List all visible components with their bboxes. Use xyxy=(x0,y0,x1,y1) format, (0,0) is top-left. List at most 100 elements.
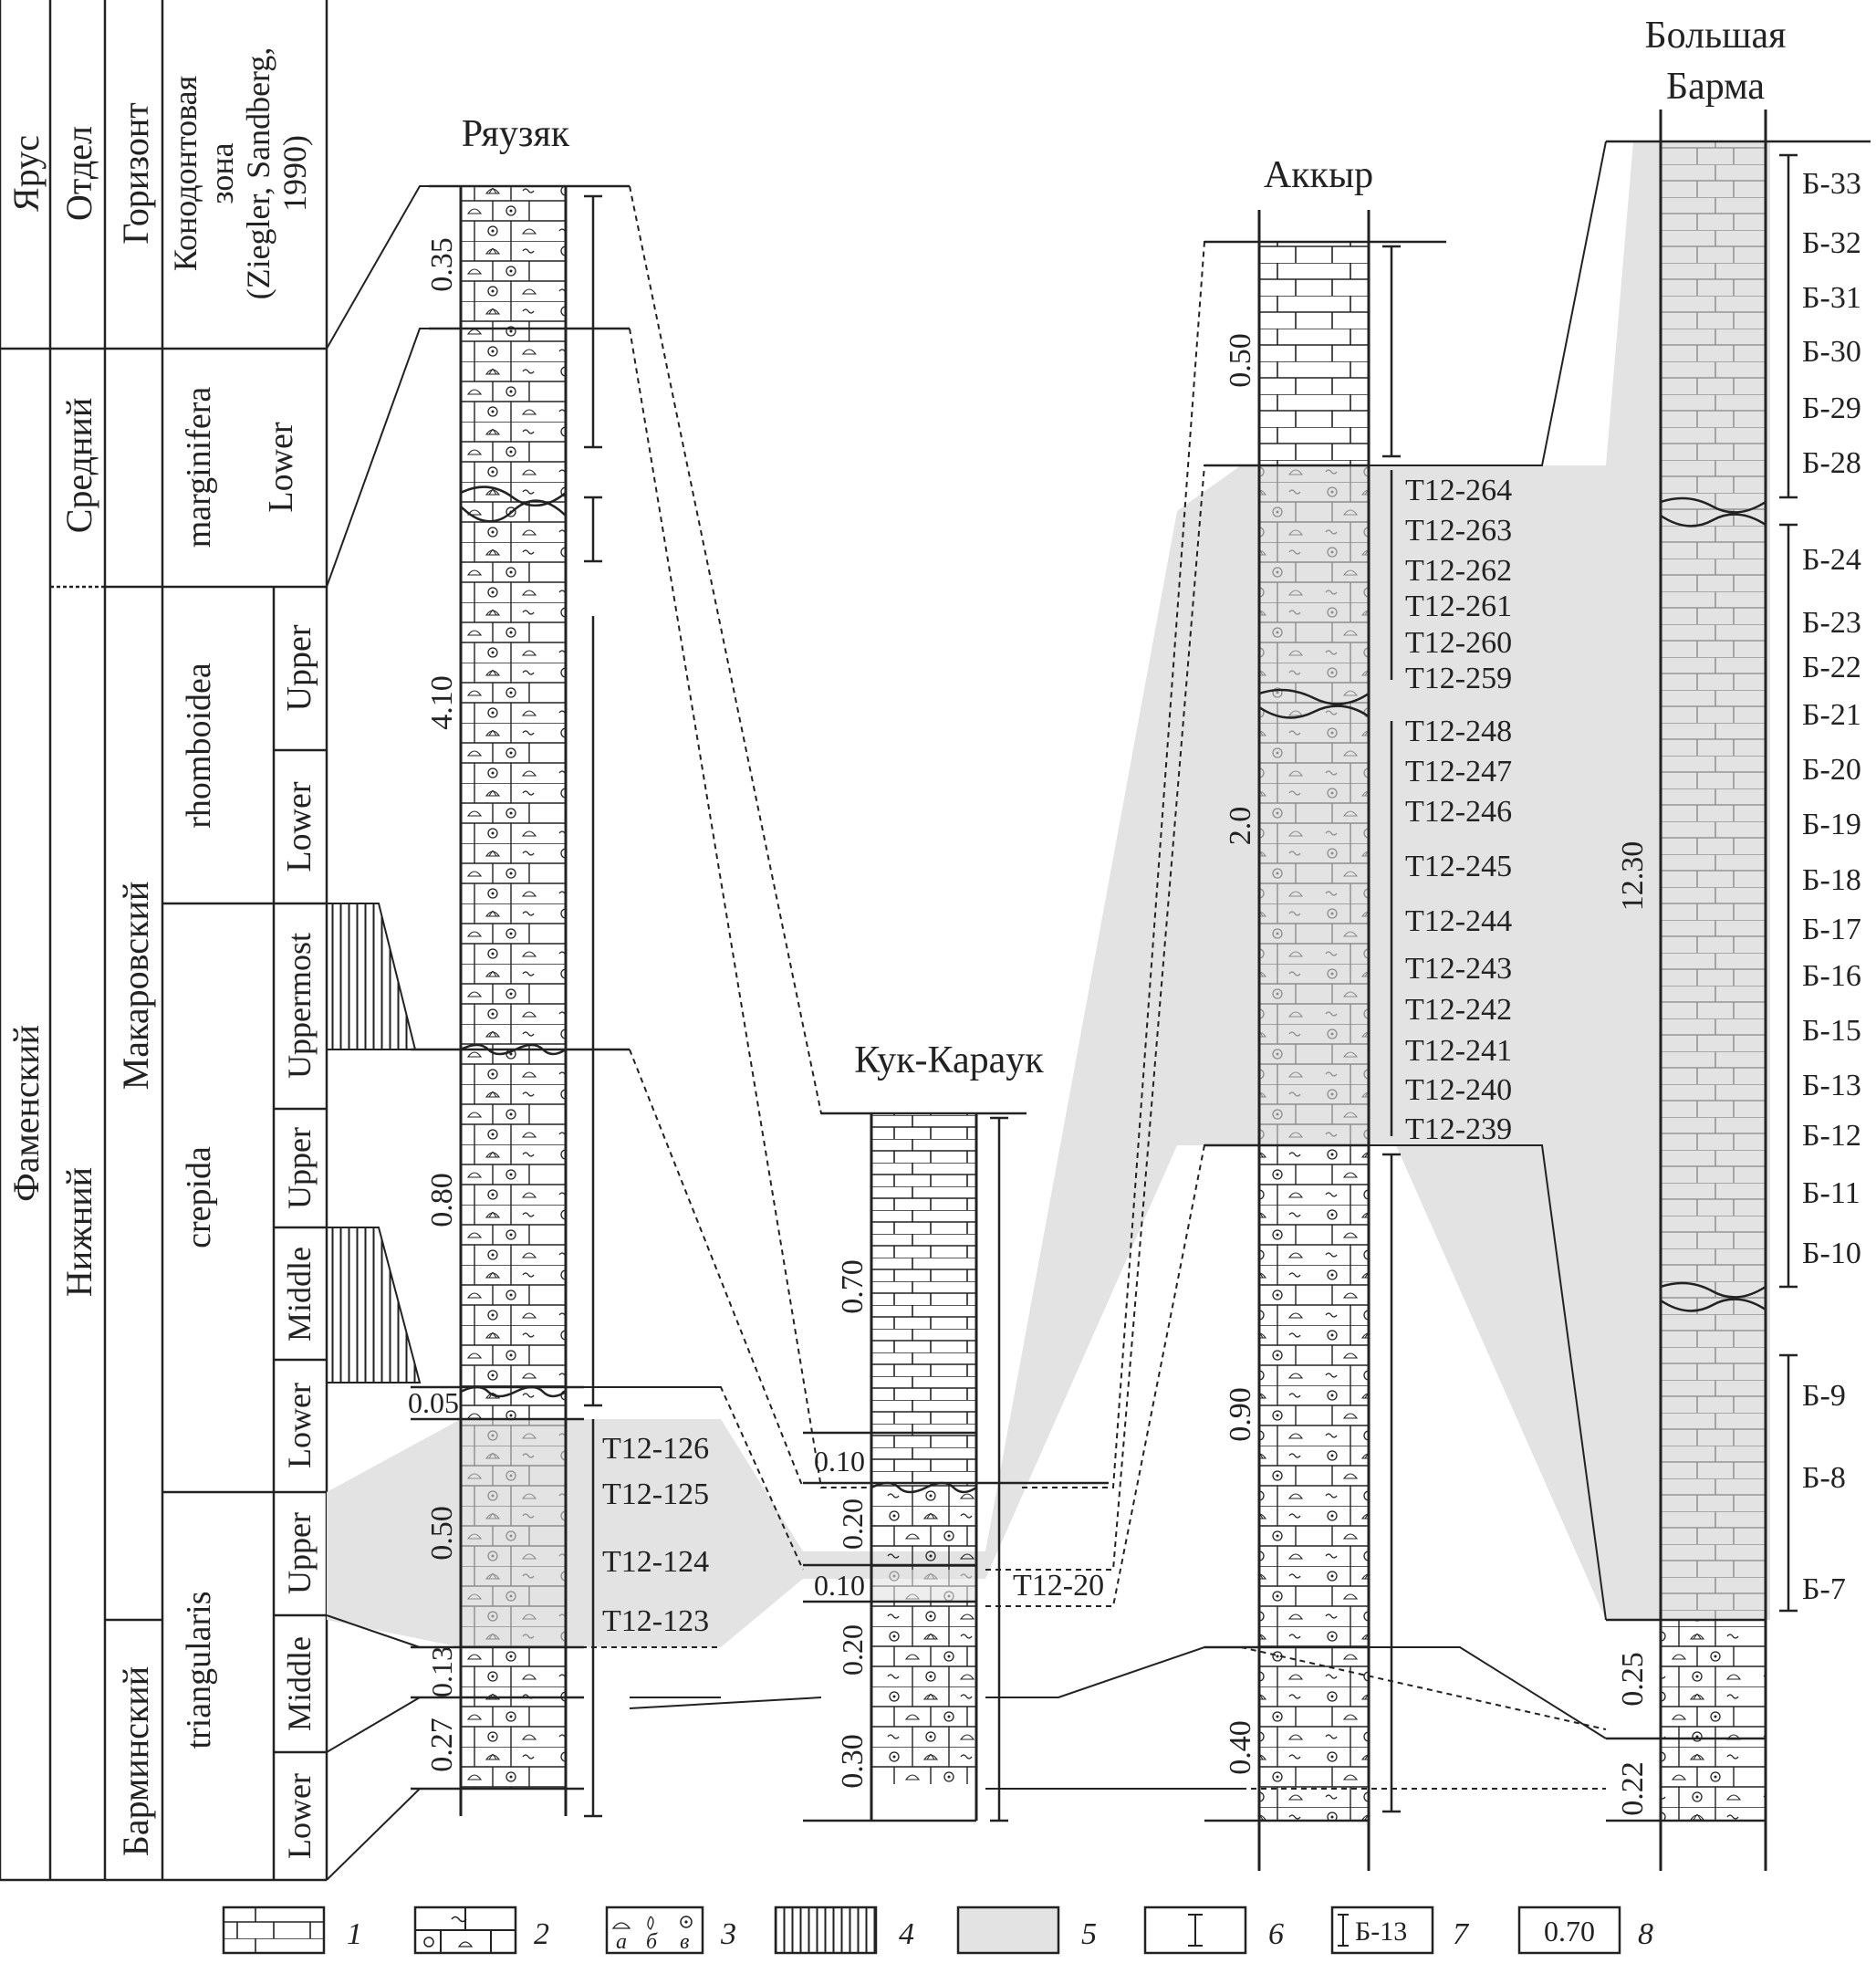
zone-crepida-upper: Upper xyxy=(281,1127,318,1209)
akkyr-thickness-4: 0.40 xyxy=(1224,1720,1257,1775)
ryauzyak-thickness-2: 4.10 xyxy=(425,675,459,730)
barma-sample-32: Б-32 xyxy=(1802,226,1861,260)
barma-sample-28: Б-28 xyxy=(1802,446,1861,480)
zone-triangularis-lower: Lower xyxy=(281,1773,318,1859)
barma-sample-16: Б-16 xyxy=(1802,959,1861,993)
zone-rhomboidea-upper: Upper xyxy=(280,624,318,711)
zone-crepida-middle: Middle xyxy=(281,1247,318,1342)
kuk-thickness-2: 0.10 xyxy=(814,1445,865,1477)
header-zone-line2: зона xyxy=(203,142,240,204)
zone-triangularis-middle: Middle xyxy=(281,1636,318,1731)
kuk-thickness-5: 0.20 xyxy=(836,1624,869,1676)
akkyr-sample-240: T12-240 xyxy=(1405,1073,1512,1107)
ryauzyak-thickness-1: 0.35 xyxy=(425,237,459,292)
section-ryauzyak: Ряузяк 0.35 4.10 0.80 0.05 0.50 0.13 0.2… xyxy=(408,113,709,1818)
ryauzyak-thickness-5: 0.50 xyxy=(425,1506,459,1561)
hatched-gap-middle xyxy=(327,1227,420,1383)
zone-rhomboidea-lower: Lower xyxy=(280,781,318,872)
header-horizon: Горизонт xyxy=(115,102,156,244)
zone-crepida-uppermost: Uppermost xyxy=(281,933,318,1079)
zone-crepida: crepida xyxy=(180,1146,218,1248)
kuk-thickness-1: 0.70 xyxy=(836,1259,870,1314)
barma-thickness-2: 0.25 xyxy=(1616,1652,1650,1707)
akkyr-sample-260: T12-260 xyxy=(1405,626,1512,660)
akkyr-sample-243: T12-243 xyxy=(1405,952,1512,986)
ryauzyak-thickness-4: 0.05 xyxy=(408,1386,459,1419)
barma-sample-12: Б-12 xyxy=(1802,1119,1861,1153)
kuk-thickness-3: 0.20 xyxy=(836,1498,869,1550)
section-barma-title-line1: Большая xyxy=(1645,15,1787,57)
akkyr-sample-247: T12-247 xyxy=(1405,755,1512,788)
section-kuk-karauk-title: Кук-Карaук xyxy=(854,1039,1044,1081)
barma-sample-33: Б-33 xyxy=(1802,167,1861,201)
legend-number-3: 3 xyxy=(720,1917,736,1951)
akkyr-sample-264: T12-264 xyxy=(1405,474,1512,507)
barma-sample-24: Б-24 xyxy=(1802,543,1861,577)
horizon-makarovsky: Макаровский xyxy=(115,882,156,1091)
header-series: Отдел xyxy=(58,126,99,221)
akkyr-thickness-1: 0.50 xyxy=(1224,333,1257,388)
header-zone-line3: (Ziegler, Sandberg, xyxy=(240,47,276,300)
legend-number-7: 7 xyxy=(1453,1917,1470,1951)
legend-item-4: 4 xyxy=(774,1906,914,1955)
zone-triangularis-upper: Upper xyxy=(281,1512,318,1594)
legend-number-1: 1 xyxy=(347,1917,362,1951)
kuk-thickness-4: 0.10 xyxy=(814,1569,865,1602)
section-barma-title-line2: Барма xyxy=(1666,66,1765,108)
zone-marginifera: marginifera xyxy=(180,387,218,548)
header-zone-line1: Конодонтовая xyxy=(167,76,203,271)
legend-number-4: 4 xyxy=(899,1917,914,1951)
section-akkyr: Аккыр 0.50 2.0 0.90 0.40 T12-264 T12-263… xyxy=(1204,154,1512,1871)
section-bolshaya-barma: Большая Барма 12.30 0.25 0.22 Б-33 Б-32 … xyxy=(1606,15,1871,1871)
ryauzyak-sample-126: T12-126 xyxy=(602,1432,709,1466)
akkyr-sample-262: T12-262 xyxy=(1405,554,1512,588)
barma-sample-15: Б-15 xyxy=(1802,1014,1861,1048)
akkyr-sample-261: T12-261 xyxy=(1405,590,1512,623)
legend-item-6: 6 xyxy=(1143,1906,1284,1955)
legend-item-5: 5 xyxy=(956,1906,1097,1955)
legend-item-3: а б в 3 xyxy=(605,1906,736,1955)
kuk-thickness-6: 0.30 xyxy=(836,1734,870,1789)
ryauzyak-sample-123: T12-123 xyxy=(602,1604,709,1638)
barma-sample-19: Б-19 xyxy=(1802,808,1861,841)
barma-sample-13: Б-13 xyxy=(1802,1069,1861,1102)
zone-marginifera-lower: Lower xyxy=(262,422,300,513)
legend: 1 2 а б в 3 4 xyxy=(222,1906,1653,1955)
correlation-shading xyxy=(327,141,1770,1647)
akkyr-thickness-2: 2.0 xyxy=(1224,807,1257,846)
crinoid-icon xyxy=(680,1916,693,1928)
header-zone-line4: 1990) xyxy=(276,135,313,212)
akkyr-sample-239: T12-239 xyxy=(1405,1112,1512,1146)
ryauzyak-sample-124: T12-124 xyxy=(602,1545,709,1579)
barma-sample-8: Б-8 xyxy=(1802,1461,1846,1495)
stratigraphic-column xyxy=(0,0,328,1882)
barma-thickness-1: 12.30 xyxy=(1616,841,1650,912)
barma-sample-7: Б-7 xyxy=(1802,1572,1846,1606)
barma-sample-11: Б-11 xyxy=(1802,1176,1860,1210)
akkyr-sample-248: T12-248 xyxy=(1405,715,1512,748)
series-lower: Нижний xyxy=(58,1167,99,1297)
gastropod-icon xyxy=(647,1916,654,1930)
horizon-barminsky: Барминский xyxy=(115,1666,156,1856)
ryauzyak-thickness-6: 0.13 xyxy=(425,1646,458,1697)
kuk-sample-20: T12-20 xyxy=(1013,1569,1104,1603)
akkyr-sample-241: T12-241 xyxy=(1405,1034,1512,1068)
legend-number-6: 6 xyxy=(1268,1917,1284,1951)
legend-item-1: 1 xyxy=(222,1906,362,1955)
akkyr-sample-244: T12-244 xyxy=(1405,904,1512,938)
akkyr-thickness-3: 0.90 xyxy=(1224,1387,1257,1442)
barma-thickness-3: 0.22 xyxy=(1616,1761,1650,1816)
section-ryauzyak-title: Ряузяк xyxy=(462,113,570,155)
akkyr-sample-242: T12-242 xyxy=(1405,993,1512,1027)
series-middle: Средний xyxy=(58,398,99,533)
section-kuk-karauk: Кук-Карaук 0.70 0.10 0.20 0.10 0.20 0.30… xyxy=(803,1039,1109,1822)
zone-crepida-lower: Lower xyxy=(281,1383,318,1468)
barma-sample-22: Б-22 xyxy=(1802,651,1861,684)
legend-item-7: Б-13 7 xyxy=(1330,1906,1470,1955)
legend-number-5: 5 xyxy=(1081,1917,1097,1951)
legend-number-8: 8 xyxy=(1638,1917,1653,1951)
akkyr-sample-246: T12-246 xyxy=(1405,795,1512,829)
barma-sample-31: Б-31 xyxy=(1802,281,1861,315)
barma-sample-10: Б-10 xyxy=(1802,1237,1861,1270)
